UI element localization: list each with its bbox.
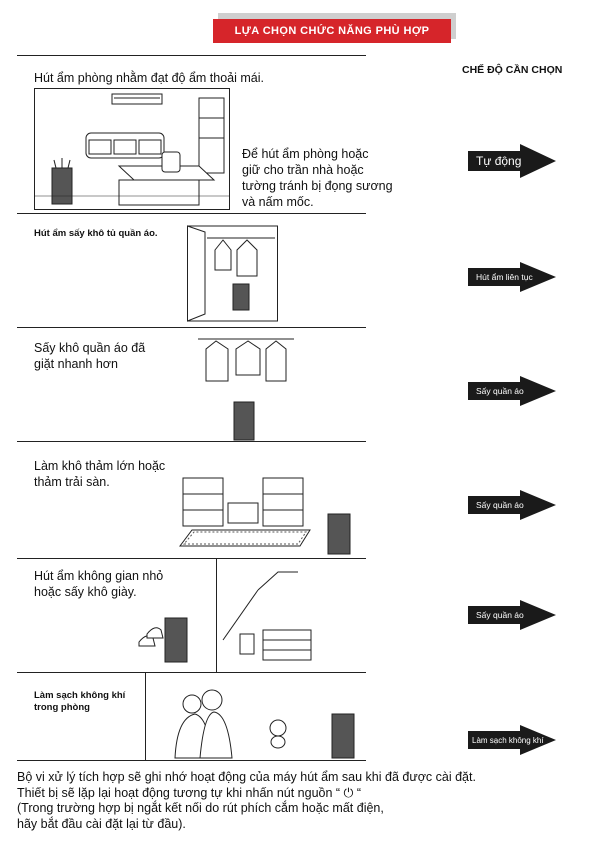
divider — [17, 327, 366, 329]
footer-line: (Trong trường hợp bị ngắt kết nối do rút… — [17, 801, 384, 815]
description-line: Sấy khô quần áo đã — [34, 341, 146, 355]
divider-vertical — [145, 672, 147, 760]
shoes-illustration — [138, 617, 188, 663]
row-2-description: Hút ẩm sấy khô tủ quần áo. — [34, 228, 158, 239]
small-room-illustration — [222, 571, 312, 661]
laundry-illustration — [198, 338, 294, 441]
mode-label: Tự động — [476, 154, 522, 168]
description-line: trong phòng — [34, 702, 90, 713]
column-header: CHẾ ĐỘ CẦN CHỌN — [462, 64, 563, 76]
detail-line: Để hút ẩm phòng hoặc — [242, 147, 369, 161]
divider — [17, 760, 366, 762]
description-line: Làm khô thảm lớn hoặc — [34, 459, 166, 473]
description-line: thảm trải sàn. — [34, 475, 110, 489]
row-1-detail: Để hút ẩm phòng hoặc giữ cho trần nhà ho… — [242, 146, 393, 210]
mode-label: Sấy quần áo — [476, 610, 524, 620]
mode-label: Làm sạch không khí — [472, 735, 544, 745]
divider-vertical — [216, 558, 218, 672]
family-illustration — [174, 689, 355, 759]
mode-label: Sấy quần áo — [476, 500, 524, 510]
mode-arrow-small-space: Sấy quần áo — [468, 600, 556, 630]
divider — [17, 672, 366, 674]
divider — [17, 213, 366, 215]
mode-arrow-carpet: Sấy quần áo — [468, 490, 556, 520]
footer-note: Bộ vi xử lý tích hợp sẽ ghi nhớ hoạt độn… — [17, 770, 587, 832]
footer-line: Thiết bị sẽ lặp lại hoạt động tương tự k… — [17, 785, 362, 800]
description-line: hoặc sấy khô giày. — [34, 585, 137, 599]
mode-label: Hút ẩm liên tục — [476, 272, 533, 282]
detail-line: tường tránh bị đọng sương — [242, 179, 393, 193]
footer-line: hãy bắt đầu cài đặt lại từ đầu). — [17, 816, 186, 831]
detail-line: và nấm mốc. — [242, 195, 314, 209]
footer-line: Bộ vi xử lý tích hợp sẽ ghi nhớ hoạt độn… — [17, 770, 476, 784]
section-banner: LỰA CHỌN CHỨC NĂNG PHÙ HỢP — [213, 19, 451, 43]
mode-arrow-laundry: Sấy quần áo — [468, 376, 556, 406]
row-3-description: Sấy khô quần áo đã giặt nhanh hơn — [34, 340, 145, 372]
row-6-description: Làm sạch không khí trong phòng — [34, 690, 125, 714]
mode-arrow-auto: Tự động — [468, 144, 556, 178]
wardrobe-illustration — [187, 225, 278, 322]
living-room-illustration — [34, 88, 230, 210]
mode-arrow-continuous: Hút ẩm liên tục — [468, 262, 556, 292]
description-line: Làm sạch không khí — [34, 690, 126, 701]
divider — [17, 558, 366, 560]
row-5-description: Hút ẩm không gian nhỏ hoặc sấy khô giày. — [34, 568, 163, 600]
divider — [17, 55, 366, 57]
carpet-illustration — [179, 477, 351, 555]
mode-arrow-air-purify: Làm sạch không khí — [468, 725, 556, 755]
row-4-description: Làm khô thảm lớn hoặc thảm trải sàn. — [34, 458, 165, 490]
description-line: Hút ẩm không gian nhỏ — [34, 569, 164, 583]
row-1-description: Hút ẩm phòng nhằm đạt độ ẩm thoải mái. — [34, 71, 264, 85]
detail-line: giữ cho trần nhà hoặc — [242, 163, 364, 177]
mode-label: Sấy quần áo — [476, 386, 524, 396]
description-line: giặt nhanh hơn — [34, 357, 118, 371]
divider — [17, 441, 366, 443]
